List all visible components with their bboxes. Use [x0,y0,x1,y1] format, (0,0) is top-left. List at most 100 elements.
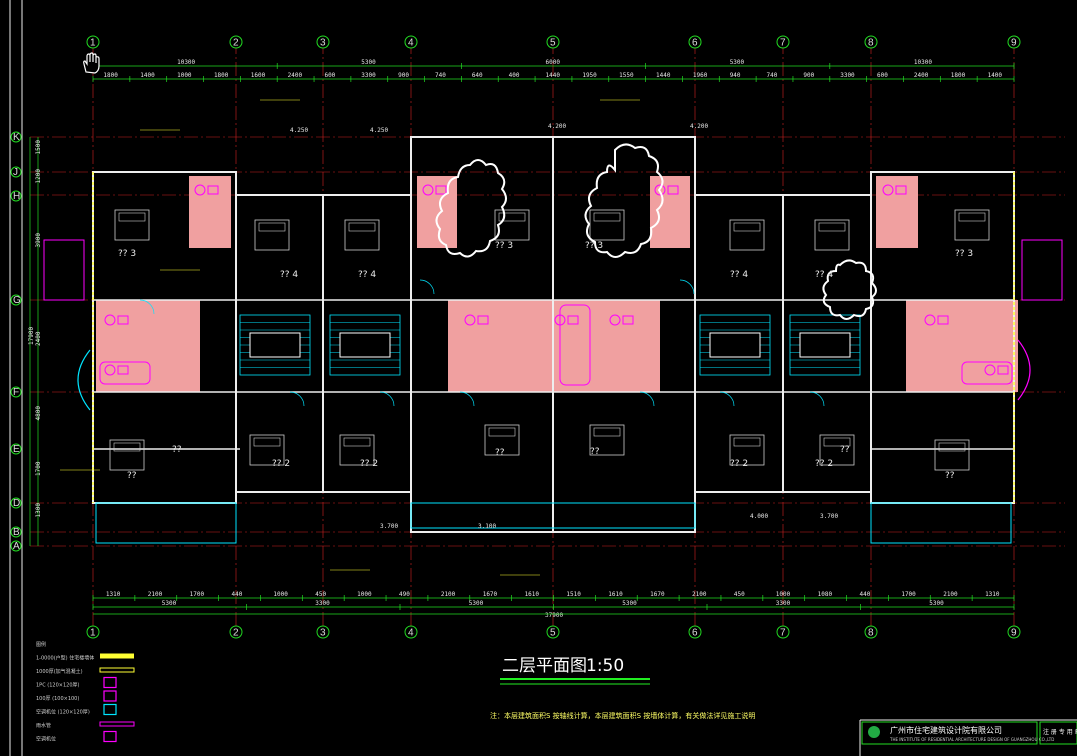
room-label: ?? [945,471,955,481]
dim-bottom-detail-label: 450 [315,591,326,598]
fixture-toilet [924,314,936,326]
pillow-outline [498,212,526,222]
fixture-bathtub [961,361,1013,385]
dim-top-overall-label: 10300 [914,59,932,66]
axis-bubble-row [10,190,22,202]
dim-top-detail-label: 2400 [288,72,303,79]
axis-bubble-row [10,540,22,552]
room-label: ?? [127,471,137,481]
axis-bubble-col [229,625,243,639]
axis-bubble-col [864,625,878,639]
plan-details [43,99,1063,576]
axis-bubble-row [10,497,22,509]
axis-bubble-label: 9 [1011,628,1017,639]
dim-bottom-overall-label: 5300 [469,600,484,607]
dim-top-detail-label: 1440 [546,72,561,79]
pillow-outline [348,222,376,232]
dim-bottom-detail-label: 2100 [692,591,707,598]
bed-outline [339,434,375,466]
fixture-toilet [882,184,894,196]
pillow-outline [258,222,286,232]
axis-bubble-label: 1 [90,38,96,49]
dim-top-detail-label: 900 [398,72,409,79]
room-label: ?? 4 [280,270,298,280]
balcony-outline [95,502,237,544]
axis-bubble-label: 9 [1011,38,1017,49]
dim-bottom-overall-label: 5300 [162,600,177,607]
room-label: ?? 4 [358,270,376,280]
dim-top-detail-label: 2400 [914,72,929,79]
axis-bubble-label: 7 [780,38,786,49]
dim-bottom-detail-label: 1000 [273,591,288,598]
bed-outline [114,209,150,241]
axis-bubble-row [10,386,22,398]
fixture-toilet [194,184,206,196]
wet-area [417,176,457,248]
fixture-basin [477,315,489,325]
company-title-block: 广州市住宅建筑设计院有限公司 THE INSTITUTE OF RESIDENT… [861,721,1077,745]
room-label: ?? [172,445,182,455]
dim-bottom-detail-label: 440 [232,591,243,598]
door-swing [459,391,475,407]
door-swing [379,391,395,407]
axis-bubble-row-label: B [13,527,20,538]
dim-bottom-detail-label: 1700 [190,591,205,598]
dim-top-detail-label: 1600 [251,72,266,79]
bed-outline [254,219,290,251]
axis-bubble-label: 2 [233,38,239,49]
axis-bubble-row [10,294,22,306]
dim-left-total-label: 17900 [28,327,35,345]
bed-outline [819,434,855,466]
dim-bottom-overall-label: 5300 [929,600,944,607]
bay-window-arc [1017,339,1031,401]
legend-swatch [103,703,117,716]
legend-swatch [99,721,135,727]
dim-left-label: 1300 [35,503,42,518]
room-label: ?? 2 [730,459,748,469]
axis-bubble-row-label: A [13,541,20,552]
dim-bottom-detail-label: 1000 [776,591,791,598]
fixture-toilet [984,364,996,376]
axis-bubble-row [10,166,22,178]
pillow-outline [733,437,761,447]
elevation-label: 3.100 [478,523,496,530]
axis-bubble-col [776,625,790,639]
stamp-text: 注 册 专 用 章 [1043,728,1077,736]
fixture-basin [567,315,579,325]
bed-outline [484,424,520,456]
room-label: ?? 4 [815,270,833,280]
elevation-label: 3.700 [820,513,838,520]
dim-bottom-detail-label: 450 [734,591,745,598]
bed-outline [494,209,530,241]
axis-bubble-col [316,35,330,49]
fixture-basin [937,315,949,325]
dim-top-detail-label: 640 [472,72,483,79]
wet-area [96,300,200,392]
dim-bottom-detail-label: 1610 [525,591,540,598]
door-swing [139,299,155,315]
elevation-label: 3.700 [380,523,398,530]
door-swing [809,391,825,407]
drawing-title-block: 二层平面图 1:50 注：本层建筑面积S 按轴线计算，本层建筑面积S 按墙体计算… [490,656,755,720]
fixture-basin [117,365,129,375]
legend-label: 100厚 (100×100) [36,696,79,702]
axis-bubble-label: 7 [780,628,786,639]
legend-label: 雨水管 [36,722,51,729]
pan-hand-cursor-icon [83,52,100,74]
fixture-toilet [104,364,116,376]
dim-bottom-detail-label: 1510 [566,591,581,598]
stair-landing [249,332,301,358]
plan-labels: ?? 3?? 4?? 4?? 3?? 3?? 4?? 4?? 3???? 2??… [118,123,973,530]
balcony-outline [870,502,1012,544]
bed-outline [934,439,970,471]
fixture-toilet [609,314,621,326]
axis-bubble-row-label: H [13,191,20,202]
room-label: ?? [495,448,505,458]
dim-top-detail-label: 1960 [693,72,708,79]
axis-bubble-col [316,625,330,639]
fixture-basin [435,185,447,195]
bed-outline [729,434,765,466]
dim-top-detail-label: 3300 [361,72,376,79]
